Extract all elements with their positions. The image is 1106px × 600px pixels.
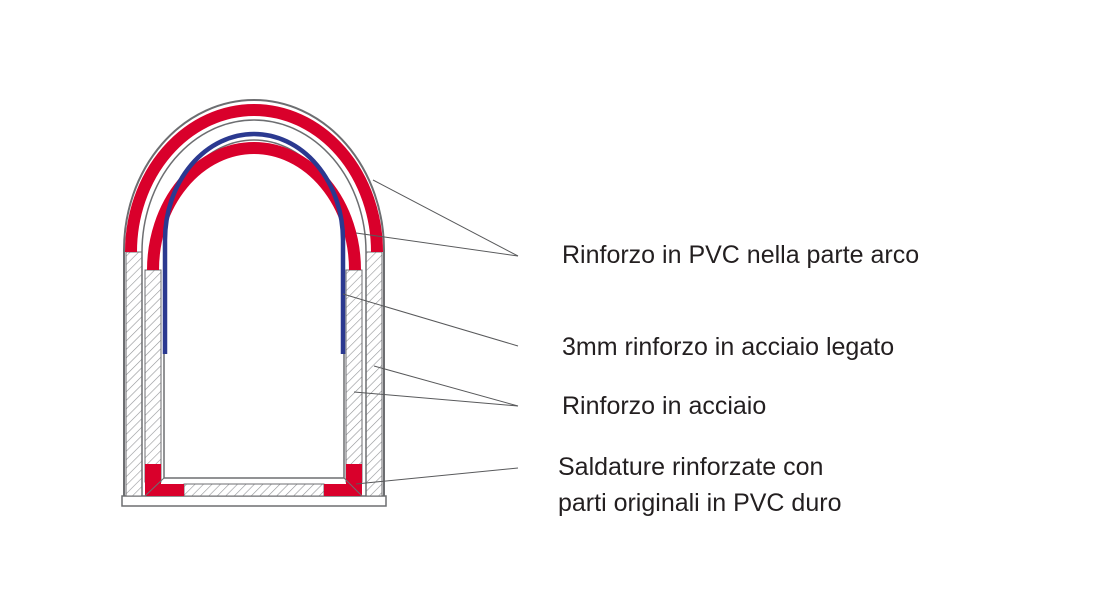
steel-reinforcement-bottom — [183, 483, 325, 497]
label-welds-line-1: Saldature rinforzate con — [558, 453, 824, 481]
label-alloy-steel-reinforcement: 3mm rinforzo in acciaio legato — [562, 333, 895, 361]
weld-miter-right — [343, 477, 363, 497]
label-steel-reinforcement: Rinforzo in acciaio — [562, 392, 767, 420]
leader-line-arch-outer — [372, 179, 519, 257]
pvc-arch-reinforcement-inner — [147, 142, 361, 271]
steel-reinforcement-inner-right — [345, 269, 363, 483]
weld-corner-right — [324, 464, 362, 496]
weld-corner-left — [145, 464, 184, 496]
pvc-arch-reinforcement-outer — [125, 104, 383, 253]
steel-reinforcement-outer-left — [125, 251, 143, 497]
leader-line-alloy-steel — [342, 293, 519, 347]
outer-frame-outline — [123, 99, 385, 496]
leader-lines — [342, 179, 519, 485]
sash-outline — [141, 119, 367, 496]
leader-line-arch-inner — [355, 232, 519, 257]
label-welds-line-2: parti originali in PVC duro — [558, 489, 842, 517]
leader-line-welds — [355, 467, 519, 485]
leader-line-steel-outer — [373, 365, 519, 407]
steel-reinforcement-inner-left — [144, 269, 162, 483]
label-pvc-arch-reinforcement: Rinforzo in PVC nella parte arco — [562, 241, 920, 269]
leader-line-steel-inner — [353, 391, 519, 407]
inner-frame-outline — [163, 139, 345, 479]
bottom-sill — [121, 495, 387, 507]
steel-reinforcement-outer-right — [365, 251, 383, 497]
alloy-steel-reinforcement — [162, 131, 346, 354]
weld-miter-left — [144, 477, 165, 497]
